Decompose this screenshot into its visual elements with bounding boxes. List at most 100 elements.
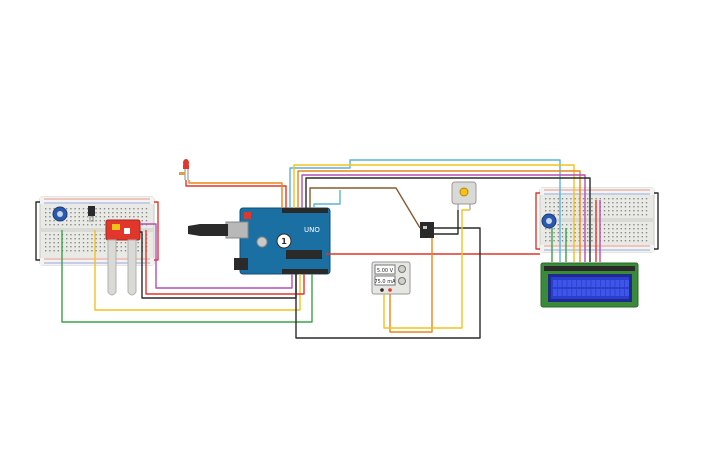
breadboard-hole — [70, 250, 72, 252]
breadboard-hole — [116, 242, 118, 244]
voltage-knob[interactable] — [398, 265, 406, 273]
breadboard-hole — [557, 240, 559, 242]
breadboard-hole — [91, 238, 93, 240]
arduino-uno-board[interactable]: UNO 1 — [225, 207, 331, 275]
breadboard-hole — [87, 242, 89, 244]
breadboard-hole — [549, 202, 551, 204]
breadboard-hole — [66, 224, 68, 226]
left-potentiometer[interactable] — [52, 206, 68, 222]
breadboard-hole — [108, 216, 110, 218]
breadboard-hole — [120, 216, 122, 218]
wire-led-red — [185, 180, 287, 208]
breadboard-hole — [566, 206, 568, 208]
breadboard-hole — [570, 232, 572, 234]
breadboard-hole — [91, 250, 93, 252]
breadboard-hole — [637, 210, 639, 212]
breadboard-hole — [78, 238, 80, 240]
breadboard-hole — [591, 214, 593, 216]
breadboard-hole — [616, 206, 618, 208]
temperature-sensor[interactable] — [88, 206, 95, 222]
breadboard-hole — [49, 224, 51, 226]
red-led[interactable] — [179, 159, 189, 180]
breadboard-hole — [620, 240, 622, 242]
breadboard-hole — [74, 212, 76, 214]
breadboard-hole — [553, 206, 555, 208]
breadboard-hole — [137, 208, 139, 210]
breadboard-hole — [645, 232, 648, 234]
lcd-display[interactable] — [540, 262, 639, 308]
breadboard-hole — [570, 202, 572, 204]
breadboard-hole — [549, 206, 551, 208]
breadboard-hole — [637, 240, 639, 242]
usb-cable — [188, 224, 228, 236]
breadboard-hole — [70, 242, 72, 244]
lcd-character-cell — [577, 280, 581, 287]
breadboard-hole — [557, 198, 559, 200]
right-breadboard[interactable] — [539, 187, 655, 253]
breadboard-hole — [133, 208, 135, 210]
breadboard-hole — [582, 240, 585, 242]
breadboard-hole — [145, 212, 148, 214]
breadboard-hole — [570, 240, 572, 242]
breadboard-hole — [82, 224, 85, 226]
breadboard-hole — [557, 214, 559, 216]
wire-black-ground — [295, 227, 481, 339]
breadboard-hole — [557, 236, 559, 238]
breadboard-hole — [557, 206, 559, 208]
breadboard-hole — [124, 250, 127, 252]
breadboard-hole — [45, 212, 47, 214]
breadboard-hole — [629, 232, 631, 234]
breadboard-hole — [145, 220, 148, 222]
lcd-character-cell — [553, 280, 557, 287]
breadboard-hole — [57, 234, 59, 236]
breadboard-hole — [637, 214, 639, 216]
arduino-brand-text: UNO — [304, 226, 320, 234]
dc-motor[interactable] — [451, 181, 477, 210]
breadboard-hole — [587, 228, 589, 230]
current-readout: 75.0 mA — [374, 279, 396, 285]
breadboard-hole — [637, 236, 639, 238]
breadboard-hole — [70, 212, 72, 214]
soil-moisture-sensor[interactable] — [105, 219, 141, 296]
current-knob[interactable] — [398, 277, 406, 285]
breadboard-hole — [591, 202, 593, 204]
breadboard-hole — [87, 220, 89, 222]
breadboard-hole — [78, 224, 80, 226]
power-supply[interactable]: 5.00 V 75.0 mA — [371, 261, 411, 295]
breadboard-hole — [582, 228, 585, 230]
breadboard-hole — [120, 212, 122, 214]
breadboard-hole — [591, 240, 593, 242]
lcd-character-cell — [562, 280, 567, 287]
breadboard-hole — [645, 228, 648, 230]
breadboard-hole — [587, 198, 589, 200]
breadboard-hole — [124, 216, 127, 218]
breadboard-hole — [87, 238, 89, 240]
breadboard-hole — [637, 202, 639, 204]
lcd-character-cell — [557, 289, 562, 296]
breadboard-hole — [570, 224, 572, 226]
breadboard-hole — [99, 242, 101, 244]
breadboard-hole — [91, 234, 93, 236]
breadboard-hole — [566, 202, 568, 204]
breadboard-hole — [87, 216, 89, 218]
wire-left-rail-black — [35, 201, 40, 261]
transistor-module[interactable] — [420, 222, 434, 238]
breadboard-hole — [82, 246, 85, 248]
lcd-character-cell — [581, 289, 586, 296]
left-breadboard[interactable] — [39, 196, 155, 266]
breadboard-hole — [570, 228, 572, 230]
breadboard-hole — [49, 242, 51, 244]
breadboard-hole — [66, 238, 68, 240]
right-potentiometer[interactable] — [541, 213, 557, 229]
breadboard-hole — [591, 210, 593, 212]
breadboard-hole — [553, 210, 555, 212]
breadboard-hole — [629, 240, 631, 242]
breadboard-hole — [603, 232, 606, 234]
breadboard-hole — [561, 214, 564, 216]
breadboard-hole — [612, 228, 614, 230]
breadboard-hole — [57, 238, 59, 240]
breadboard-hole — [591, 206, 593, 208]
lcd-character-cell — [586, 280, 591, 287]
breadboard-hole — [574, 206, 576, 208]
breadboard-hole — [116, 246, 118, 248]
